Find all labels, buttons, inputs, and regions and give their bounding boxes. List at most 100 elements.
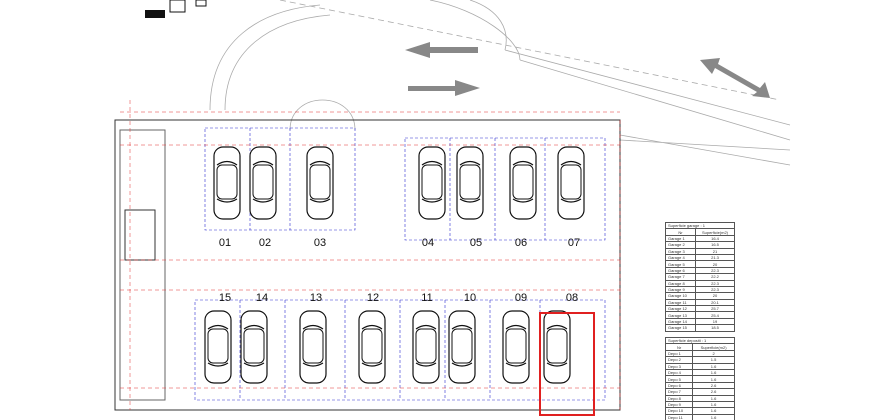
highlighted-space-outline[interactable]	[539, 312, 595, 416]
row-name: Garage 12	[664, 305, 697, 313]
row-name: Depo 6	[664, 381, 694, 390]
space-number: 05	[470, 237, 482, 249]
row-name: Garage 7	[664, 273, 697, 281]
car-icon	[557, 146, 585, 220]
car-icon	[502, 310, 530, 384]
row-name: Garage 5	[664, 260, 697, 268]
space-number: 06	[515, 237, 527, 249]
row-name: Garage 13	[664, 311, 697, 319]
space-number: 11	[421, 292, 432, 304]
car-icon	[299, 310, 327, 384]
row-area: 21.3	[695, 253, 735, 262]
row-area: 1.6	[692, 413, 735, 420]
row-name: Garage 15	[664, 324, 697, 332]
space-number: 02	[259, 237, 271, 249]
row-area: 22.3	[695, 279, 735, 287]
space-number: 01	[219, 237, 231, 249]
road-lines	[209, 0, 791, 166]
row-name: Depo 11	[664, 413, 694, 420]
row-area: 19	[695, 317, 735, 326]
row-name: Garage 14	[664, 317, 697, 326]
row-area: 1.6	[692, 407, 735, 415]
row-name: Depo 4	[664, 368, 694, 377]
row-area: 20	[695, 260, 735, 268]
row-area: 20.1	[695, 298, 735, 307]
row-name: Depo 7	[664, 388, 694, 396]
space-number: 14	[256, 292, 268, 304]
row-name: Depo 1	[664, 349, 694, 358]
car-icon	[306, 146, 334, 220]
row-name: Garage 8	[664, 279, 697, 287]
table-header: Superficie(m2)	[692, 343, 735, 351]
structure	[114, 119, 621, 411]
row-area: 2.6	[692, 381, 735, 390]
row-area: 2.6	[692, 388, 735, 396]
car-icon	[509, 146, 537, 220]
car-icon	[418, 146, 446, 220]
space-grid	[194, 127, 606, 401]
row-name: Depo 8	[664, 394, 694, 402]
row-name: Garage 10	[664, 292, 697, 300]
space-number: 03	[314, 237, 326, 249]
row-area: 22.3	[695, 266, 735, 275]
building-top	[145, 0, 207, 18]
space-number: 08	[566, 292, 578, 304]
row-area: 2	[692, 349, 735, 358]
row-area: 1.6	[692, 400, 735, 409]
car-icon	[213, 146, 241, 220]
row-area: 25.4	[695, 311, 735, 319]
row-area: 22.2	[695, 273, 735, 281]
row-area: 1.6	[692, 394, 735, 402]
row-name: Depo 10	[664, 407, 694, 415]
row-area: 1.6	[692, 368, 735, 377]
table-title: Superficie depositi : 1	[665, 336, 735, 345]
car-icon	[240, 310, 268, 384]
row-area: 25.7	[695, 305, 735, 313]
space-number: 12	[367, 292, 379, 304]
row-name: Garage 11	[664, 298, 697, 307]
row-name: Depo 5	[664, 375, 694, 383]
space-number: 04	[422, 237, 434, 249]
space-number: 10	[464, 292, 476, 304]
cars	[204, 146, 585, 384]
table-header: Nr	[664, 343, 694, 351]
row-area: 1.6	[692, 375, 735, 383]
row-name: Garage 6	[664, 266, 697, 275]
car-icon	[204, 310, 232, 384]
row-name: Depo 3	[664, 362, 694, 370]
row-name: Garage 4	[664, 253, 697, 262]
row-area: 22.3	[695, 285, 735, 294]
car-icon	[456, 146, 484, 220]
row-name: Garage 9	[664, 285, 697, 294]
row-area: 18.5	[695, 324, 735, 332]
car-icon	[412, 310, 440, 384]
car-icon	[448, 310, 476, 384]
space-number: 13	[310, 292, 322, 304]
row-area: 1.6	[692, 362, 735, 370]
